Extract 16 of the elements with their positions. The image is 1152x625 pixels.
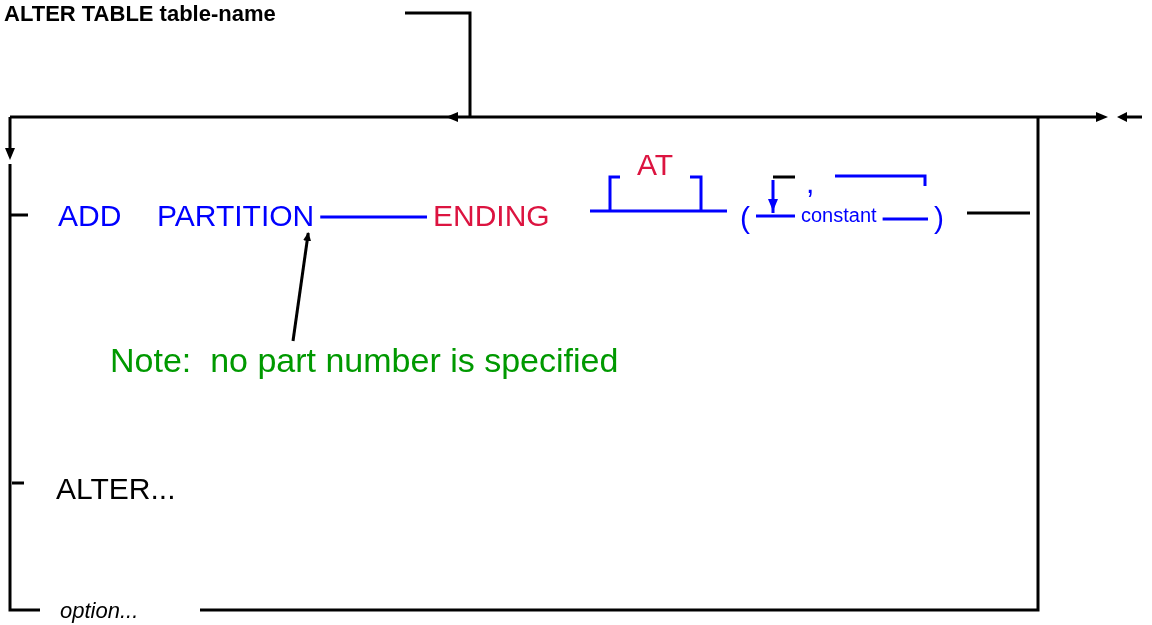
parameter-name: constant [801,205,877,225]
separator-comma: , [806,168,815,198]
leader-line [291,232,312,342]
keyword: AT [637,150,674,180]
syntax-line [756,214,795,218]
statement-keyword: ALTER TABLE table-name [4,3,276,25]
syntax-line [320,215,427,219]
clause-text: ALTER... [56,474,176,504]
parenthesis: ) [934,203,944,233]
keyword: ENDING [433,201,550,231]
syntax-line [882,217,928,221]
parameter-name: option... [60,600,139,622]
keyword: PARTITION [157,201,315,231]
note-text: Note: no part number is specified [110,343,619,377]
parenthesis: ( [740,203,750,233]
keyword: ADD [58,201,122,231]
